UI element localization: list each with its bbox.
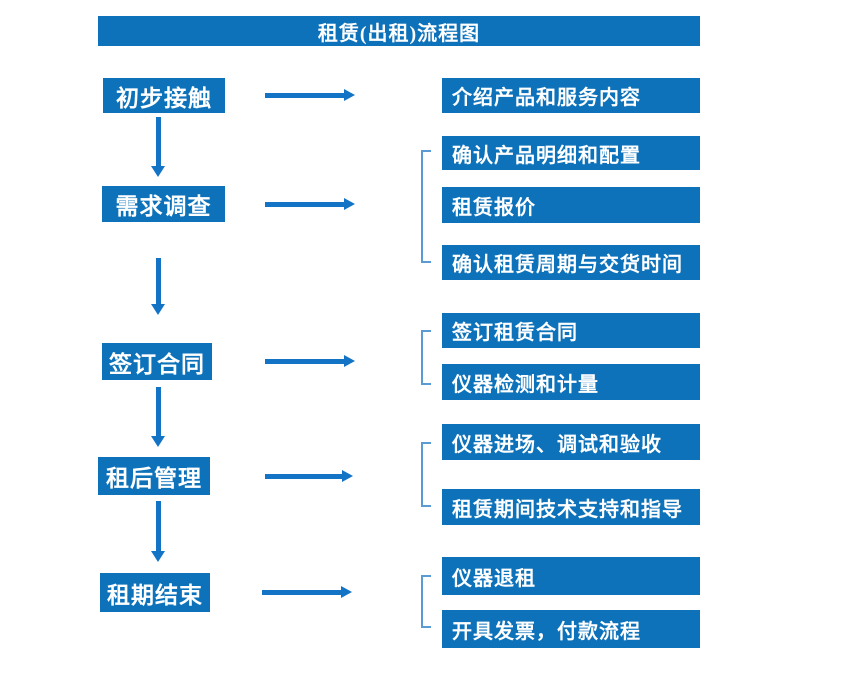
arrow-head-icon [151,551,165,562]
output-box-instrument-testing: 仪器检测和计量 [442,364,700,400]
output-box-confirm-product-details: 确认产品明细和配置 [442,136,700,170]
step-box-post-rental-management: 租后管理 [98,457,210,495]
arrow-head-icon [344,355,355,367]
group-bracket-step4 [421,442,431,507]
group-bracket-step3 [421,330,431,385]
arrow-shaft [155,501,161,553]
arrow-head-icon [342,470,353,482]
arrow-shaft [265,358,345,364]
output-box-invoice-payment: 开具发票，付款流程 [442,610,700,648]
output-box-technical-support: 租赁期间技术支持和指导 [442,489,700,525]
arrow-shaft [155,258,161,306]
arrow-shaft [265,201,345,207]
arrow-shaft [265,473,343,479]
output-box-introduce-products: 介绍产品和服务内容 [442,78,700,113]
arrow-head-icon [344,198,355,210]
right-arrow-step3 [265,355,355,367]
arrow-head-icon [344,89,355,101]
right-arrow-step2 [265,198,355,210]
arrow-shaft [155,117,161,168]
down-arrow-step3-step4 [151,387,165,447]
flowchart-title-bar: 租赁(出租)流程图 [98,16,700,46]
right-arrow-step5 [262,586,352,598]
flowchart-title: 租赁(出租)流程图 [317,22,481,45]
step-box-rental-end: 租期结束 [100,573,210,612]
output-box-confirm-rental-period: 确认租赁周期与交货时间 [442,245,700,280]
output-box-instrument-entry-acceptance: 仪器进场、调试和验收 [442,424,700,460]
group-bracket-step2 [421,150,431,263]
down-arrow-step1-step2 [151,117,165,177]
arrow-head-icon [341,586,352,598]
output-box-instrument-return: 仪器退租 [442,557,700,595]
arrow-head-icon [151,304,165,315]
arrow-shaft [155,387,161,438]
step-box-demand-survey: 需求调查 [102,186,225,222]
arrow-shaft [265,92,345,98]
output-box-rental-quotation: 租赁报价 [442,187,700,223]
output-box-sign-rental-contract: 签订租赁合同 [442,313,700,348]
arrow-head-icon [151,166,165,177]
right-arrow-step4 [265,470,353,482]
down-arrow-step2-step3 [151,258,165,315]
down-arrow-step4-step5 [151,501,165,562]
step-box-sign-contract: 签订合同 [102,343,212,380]
step-box-initial-contact: 初步接触 [103,78,225,113]
group-bracket-step5 [421,575,431,628]
right-arrow-step1 [265,89,355,101]
arrow-shaft [262,589,342,595]
arrow-head-icon [151,436,165,447]
